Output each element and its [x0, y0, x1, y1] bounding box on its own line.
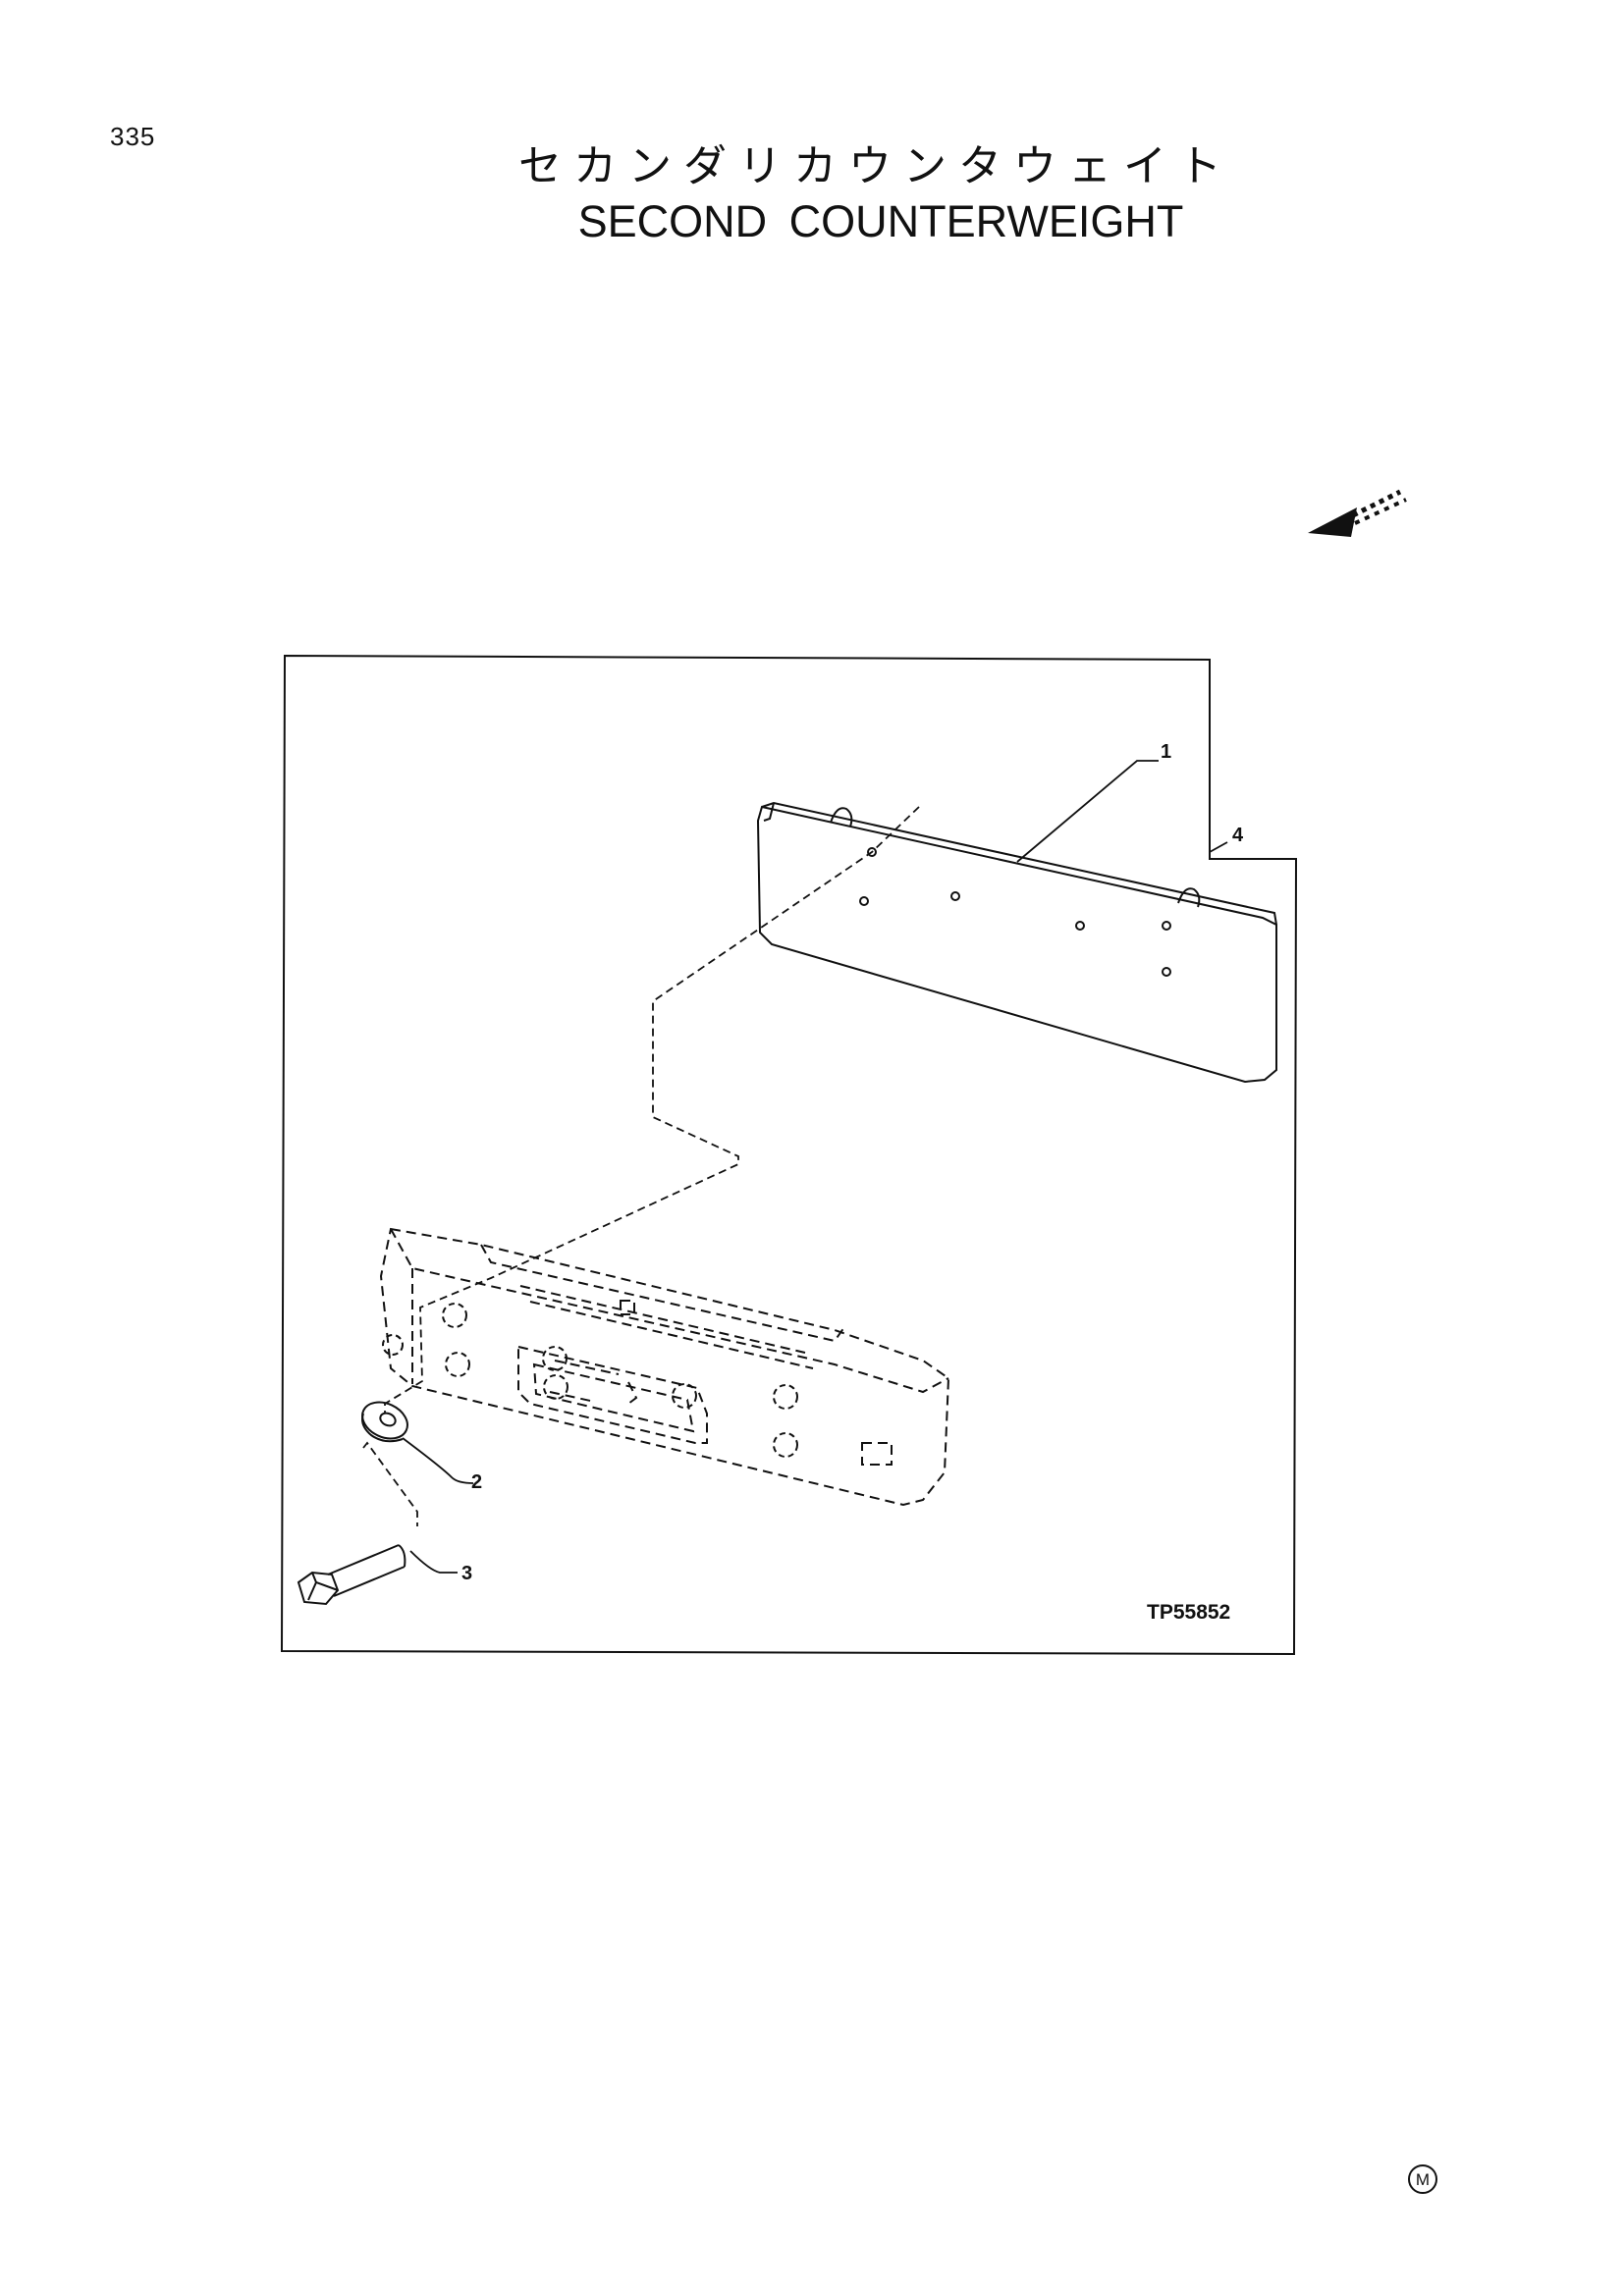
callout-4-leader — [1209, 841, 1228, 853]
second-counterweight-plate — [756, 801, 1277, 1084]
page-number: 335 — [110, 122, 156, 151]
callout-3-leader — [409, 1550, 458, 1574]
title-japanese: セカンダリカウンタウェイト — [518, 141, 1233, 191]
callout-2-leader — [402, 1437, 474, 1484]
callout-leaders — [402, 760, 1228, 1574]
hex-bolt — [297, 1544, 406, 1606]
registered-m-mark-icon: M — [1408, 2164, 1437, 2194]
washer — [361, 1401, 408, 1443]
callout-1: 1 — [1161, 741, 1171, 763]
counterweight-phantom-holes — [382, 1303, 798, 1458]
page-title: セカンダリカウンタウェイト SECOND COUNTERWEIGHT — [0, 139, 1624, 249]
callout-1-leader — [1016, 760, 1159, 863]
callout-2: 2 — [471, 1471, 482, 1493]
callout-3: 3 — [461, 1563, 472, 1584]
assembly-center-line — [384, 806, 920, 1414]
title-english: SECOND COUNTERWEIGHT — [577, 196, 1184, 246]
counterweight-phantom — [379, 1227, 950, 1507]
corner-mark-letter: M — [1416, 2170, 1430, 2189]
callout-4: 4 — [1232, 825, 1244, 846]
front-direction-arrow-icon — [1308, 489, 1407, 537]
assembly-outline — [280, 654, 1298, 1656]
figure-code: TP55852 — [1147, 1601, 1230, 1624]
bolt-center-line — [362, 1441, 418, 1526]
